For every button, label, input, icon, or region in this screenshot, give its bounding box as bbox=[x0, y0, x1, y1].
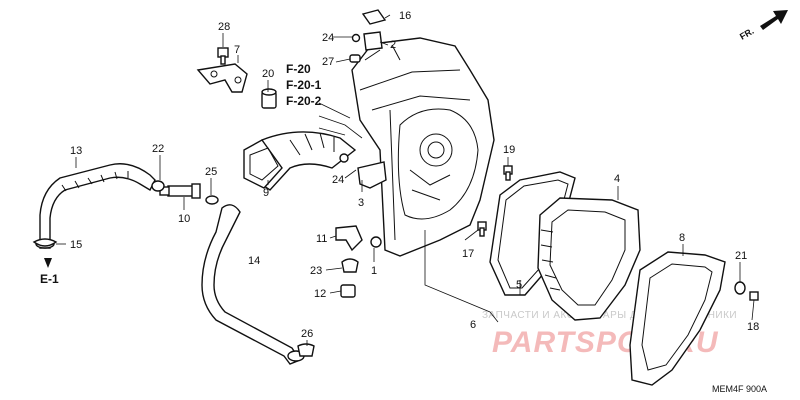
callout-24-mid: 24 bbox=[332, 174, 344, 186]
callout-15: 15 bbox=[70, 239, 82, 251]
part-27-grommet bbox=[349, 54, 361, 63]
part-10-fitting bbox=[159, 183, 201, 199]
callout-6: 6 bbox=[470, 319, 476, 331]
part-19-screw bbox=[503, 165, 513, 181]
part-3-bracket bbox=[357, 161, 387, 189]
callout-26: 26 bbox=[301, 328, 313, 340]
reference-labels: F-20 F-20-1 F-20-2 E-1 bbox=[40, 62, 322, 286]
callout-19: 19 bbox=[503, 144, 515, 156]
callout-28: 28 bbox=[218, 21, 230, 33]
callout-21: 21 bbox=[735, 250, 747, 262]
part-24-screw-top bbox=[351, 33, 361, 43]
part-21-washer bbox=[734, 281, 746, 295]
callout-3: 3 bbox=[358, 197, 364, 209]
e-1-arrow-icon bbox=[44, 258, 52, 268]
callout-2: 2 bbox=[390, 39, 396, 51]
part-15-clamp bbox=[32, 238, 58, 247]
part-16-cap bbox=[361, 9, 387, 25]
part-12-cap bbox=[340, 284, 356, 298]
ref-f-20-2: F-20-2 bbox=[286, 94, 322, 108]
part-9-air-duct bbox=[243, 131, 357, 191]
part-13-hose bbox=[35, 163, 156, 249]
callout-20: 20 bbox=[262, 68, 274, 80]
part-22-clip bbox=[151, 180, 165, 192]
part-14-hose bbox=[201, 204, 305, 365]
callout-4: 4 bbox=[614, 173, 620, 185]
callout-24-top: 24 bbox=[322, 32, 334, 44]
part-1-fitting bbox=[370, 236, 382, 248]
part-28-bolt bbox=[217, 47, 229, 65]
ref-f-20: F-20 bbox=[286, 62, 311, 76]
part-8-cover bbox=[629, 251, 726, 386]
leader-lines bbox=[56, 14, 755, 346]
callout-17: 17 bbox=[462, 248, 474, 260]
part-4-filter-element bbox=[537, 197, 641, 321]
callout-1: 1 bbox=[371, 265, 377, 277]
part-18-screw bbox=[749, 291, 759, 301]
ref-f-20-1: F-20-1 bbox=[286, 78, 322, 92]
part-11-elbow bbox=[335, 225, 363, 252]
fr-label: FR. bbox=[738, 26, 756, 42]
callout-9: 9 bbox=[263, 187, 269, 199]
callout-16: 16 bbox=[399, 10, 411, 22]
callout-25: 25 bbox=[205, 166, 217, 178]
callout-8: 8 bbox=[679, 232, 685, 244]
callout-22: 22 bbox=[152, 143, 164, 155]
part-air-cleaner-housing bbox=[351, 37, 495, 257]
callout-5: 5 bbox=[516, 279, 522, 291]
watermark-top-text: ЗАПЧАСТИ И АКСЕССУАРЫ ДЛЯ МОТОТЕХНИКИ bbox=[482, 310, 737, 321]
ref-e-1: E-1 bbox=[40, 272, 59, 286]
callout-14: 14 bbox=[248, 255, 260, 267]
callout-10: 10 bbox=[178, 213, 190, 225]
diagram-code: MEM4F 900A bbox=[712, 384, 767, 394]
callout-7: 7 bbox=[234, 44, 240, 56]
front-arrow-icon bbox=[760, 10, 788, 30]
part-17-screw bbox=[477, 221, 487, 237]
part-20-plug bbox=[261, 88, 277, 109]
callout-23: 23 bbox=[310, 265, 322, 277]
part-25-ring bbox=[205, 195, 219, 205]
callout-labels: 28 7 20 24 2 16 27 13 22 25 10 15 9 19 2… bbox=[70, 10, 759, 340]
callout-27: 27 bbox=[322, 56, 334, 68]
callout-12: 12 bbox=[314, 288, 326, 300]
callout-18: 18 bbox=[747, 321, 759, 333]
callout-13: 13 bbox=[70, 145, 82, 157]
part-26-clip bbox=[297, 343, 315, 357]
callout-11: 11 bbox=[316, 233, 327, 245]
part-7-bracket bbox=[196, 63, 248, 93]
part-2-bracket bbox=[363, 31, 383, 51]
part-23-clip bbox=[341, 258, 359, 273]
part-24-screw-mid bbox=[339, 153, 349, 163]
front-direction-indicator: FR. bbox=[738, 10, 788, 42]
